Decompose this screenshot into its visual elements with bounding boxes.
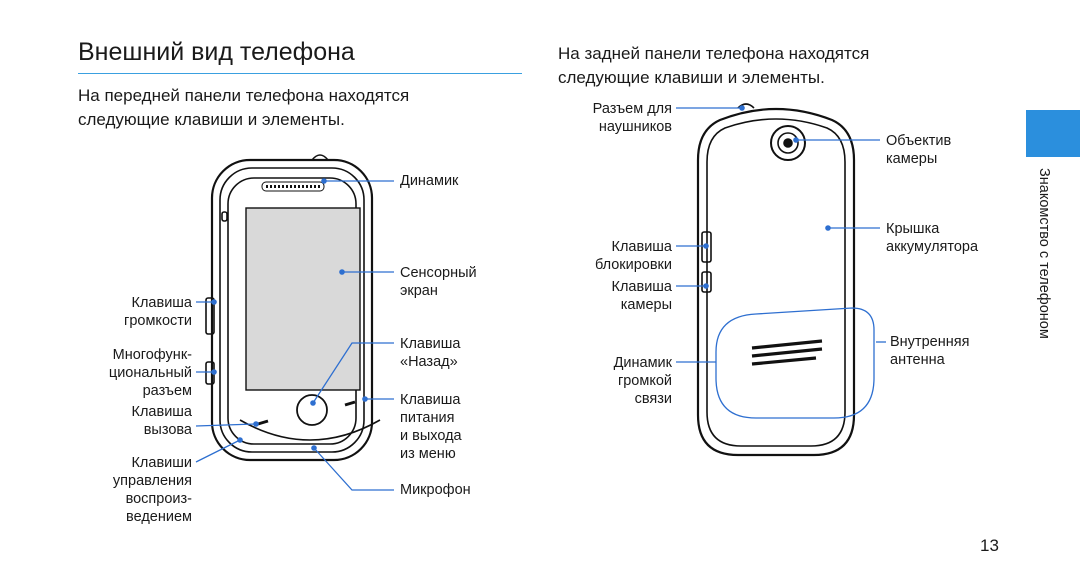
label-internal-antenna-line-1: Внутренняя xyxy=(890,334,970,350)
label-internal-antenna-line-2: антенна xyxy=(890,352,945,368)
back-intro-line-2: следующие клавиши и элементы. xyxy=(558,68,825,87)
label-volume-key-line-2: громкости xyxy=(124,313,192,329)
label-lock-key-line-2: блокировки xyxy=(594,257,672,273)
label-battery-cover-line-1: Крышка xyxy=(886,221,940,237)
back-intro-line-1: На задней панели телефона находятся xyxy=(558,44,870,63)
label-battery-cover-line-2: аккумулятора xyxy=(886,239,979,255)
back-leader-dots xyxy=(703,105,831,289)
label-camera-lens-line-1: Объектив xyxy=(886,133,952,149)
page-title: Внешний вид телефона xyxy=(78,38,355,66)
label-lock-key: Клавиша блокировки xyxy=(560,238,672,274)
page-number: 13 xyxy=(980,536,999,555)
label-playback-keys-line-4: ведением xyxy=(126,509,192,525)
front-intro-line-2: следующие клавиши и элементы. xyxy=(78,110,345,129)
label-camera-key: Клавиша камеры xyxy=(560,278,672,314)
label-call-key-line-1: Клавиша xyxy=(131,404,192,420)
label-call-key-line-2: вызова xyxy=(143,422,192,438)
label-power-key-line-1: Клавиша xyxy=(400,392,461,408)
label-touchscreen: Сенсорный экран xyxy=(400,264,477,300)
label-back-key-line-1: Клавиша xyxy=(400,336,461,352)
label-touchscreen-line-1: Сенсорный xyxy=(400,265,477,281)
back-phone-illustration xyxy=(696,103,856,457)
label-loudspeaker-line-1: Динамик xyxy=(613,355,672,371)
back-leaders xyxy=(676,107,886,363)
label-volume-key: Клавиша громкости xyxy=(80,294,192,330)
label-loudspeaker-line-3: связи xyxy=(634,391,672,407)
label-speaker: Динамик xyxy=(400,173,459,189)
label-microphone: Микрофон xyxy=(400,482,471,498)
label-back-key: Клавиша «Назад» xyxy=(400,335,460,371)
front-intro-line-1: На передней панели телефона находятся xyxy=(78,86,410,105)
front-leader-dots xyxy=(211,178,368,451)
label-headset-jack-line-2: наушников xyxy=(598,119,672,135)
label-lock-key-line-1: Клавиша xyxy=(611,239,672,255)
label-playback-keys-line-2: управления xyxy=(112,473,192,489)
label-touchscreen-line-2: экран xyxy=(400,283,438,299)
label-loudspeaker: Динамик громкой связи xyxy=(560,354,672,408)
section-tab xyxy=(1026,110,1080,157)
antenna-outline xyxy=(715,307,875,419)
label-multifunction-port-line-2: циональный xyxy=(108,365,192,381)
label-power-key-line-4: из меню xyxy=(400,446,456,462)
label-multifunction-port-line-1: Многофунк- xyxy=(112,347,192,363)
front-intro: На передней панели телефона находятся сл… xyxy=(78,84,409,132)
label-call-key: Клавиша вызова xyxy=(80,403,192,439)
label-multifunction-port-line-3: разъем xyxy=(142,383,192,399)
label-power-key-line-3: и выхода xyxy=(400,428,462,444)
back-intro: На задней панели телефона находятся след… xyxy=(558,42,869,90)
label-internal-antenna: Внутренняя антенна xyxy=(890,333,969,369)
title-rule xyxy=(78,73,522,74)
front-leaders xyxy=(195,180,394,491)
label-headset-jack: Разъем для наушников xyxy=(560,100,672,136)
label-power-key-line-2: питания xyxy=(400,410,455,426)
label-camera-key-line-2: камеры xyxy=(620,297,672,313)
label-power-key: Клавиша питания и выхода из меню xyxy=(400,391,462,463)
front-phone-illustration xyxy=(205,154,381,462)
label-loudspeaker-line-2: громкой xyxy=(617,373,672,389)
label-battery-cover: Крышка аккумулятора xyxy=(886,220,978,256)
label-camera-lens-line-2: камеры xyxy=(886,151,938,167)
label-camera-key-line-1: Клавиша xyxy=(611,279,672,295)
label-headset-jack-line-1: Разъем для xyxy=(592,101,672,117)
label-multifunction-port: Многофунк- циональный разъем xyxy=(80,346,192,400)
label-playback-keys-line-3: воспроиз- xyxy=(125,491,192,507)
label-playback-keys-line-1: Клавиши xyxy=(131,455,192,471)
label-back-key-line-2: «Назад» xyxy=(400,354,458,370)
label-volume-key-line-1: Клавиша xyxy=(131,295,192,311)
section-label: Знакомство с телефоном xyxy=(1036,168,1052,339)
label-playback-keys: Клавиши управления воспроиз- ведением xyxy=(80,454,192,526)
label-camera-lens: Объектив камеры xyxy=(886,132,951,168)
